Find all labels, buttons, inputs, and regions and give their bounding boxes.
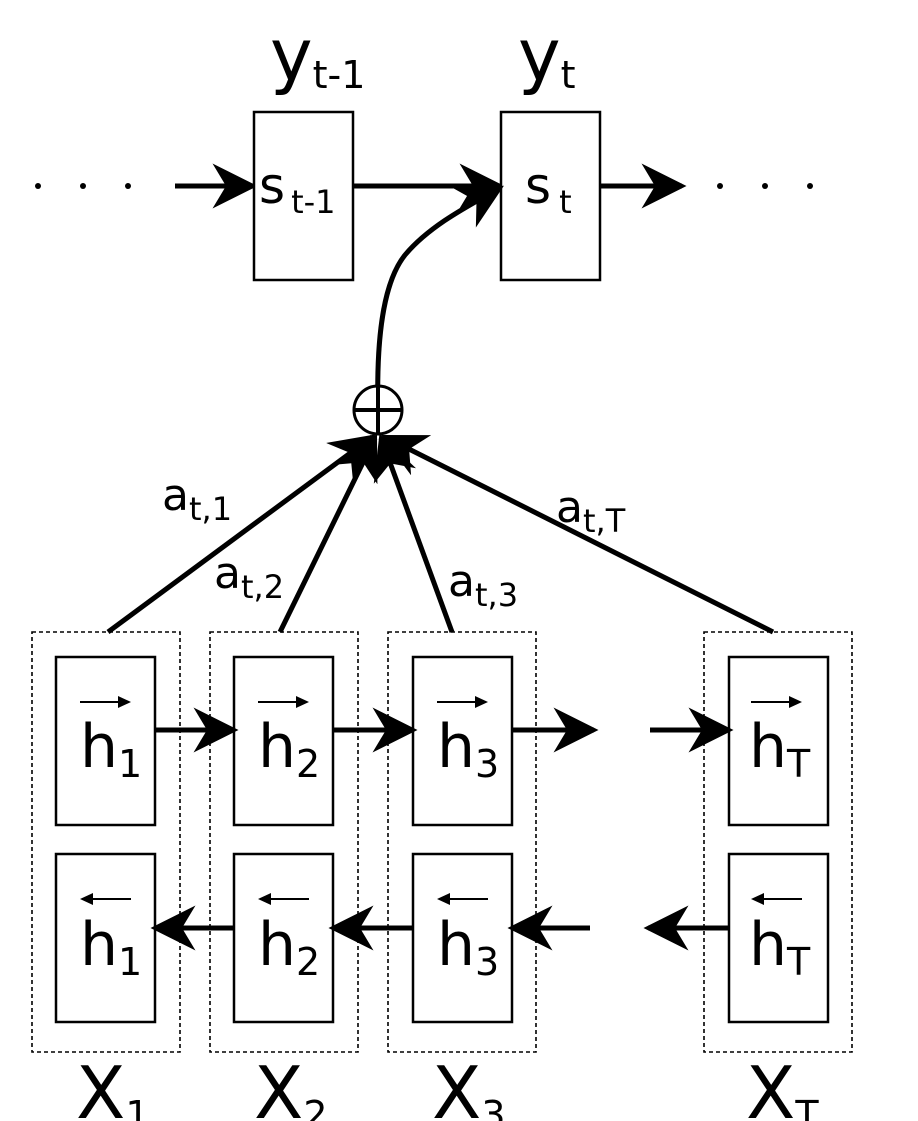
attention-arrow-1 [106, 434, 376, 635]
svg-text:h2: h2 [258, 712, 320, 786]
attention-weight-T: at,T [556, 482, 626, 540]
input-label-T: XT [746, 1051, 819, 1121]
svg-text:h1: h1 [80, 910, 142, 984]
svg-text:hT: hT [749, 910, 811, 984]
context-arrow [375, 185, 504, 411]
backward-state-label-2: h2 [258, 893, 320, 984]
attention-arrow-2 [277, 433, 378, 634]
decoder-ellipsis-left [35, 183, 131, 189]
input-label-2: X2 [254, 1051, 328, 1121]
svg-text:h3: h3 [437, 712, 499, 786]
svg-text:h3: h3 [437, 910, 499, 984]
svg-text:hT: hT [749, 712, 811, 786]
attention-weight-3: at,3 [448, 556, 518, 614]
input-label-3: X3 [432, 1051, 506, 1121]
encoder-group-1 [31, 631, 181, 1053]
forward-state-label-1: h1 [80, 696, 142, 786]
encoder-group-2 [209, 631, 359, 1053]
forward-state-label-T: hT [749, 696, 811, 786]
forward-state-label-3: h3 [437, 696, 499, 786]
backward-state-label-1: h1 [80, 893, 142, 984]
forward-state-label-2: h2 [258, 696, 320, 786]
backward-state-box-2 [232, 852, 335, 1024]
output-label-prev: yt-1 [270, 13, 365, 97]
decoder-ellipsis-right [717, 183, 813, 189]
forward-state-box-2 [232, 655, 335, 827]
encoder-group-3 [387, 631, 537, 1053]
svg-text:h1: h1 [80, 712, 142, 786]
backward-state-box-T [727, 852, 830, 1024]
sum-node-icon [352, 384, 404, 436]
attention-weight-2: at,2 [214, 548, 284, 606]
state-box-prev [252, 110, 355, 282]
svg-text:h2: h2 [258, 910, 320, 984]
input-label-1: X1 [76, 1051, 150, 1121]
attention-weight-1: at,1 [162, 470, 232, 528]
backward-state-label-T: hT [749, 893, 811, 984]
backward-state-label-3: h3 [437, 893, 499, 984]
forward-state-box-3 [411, 655, 514, 827]
encoder-group-T [703, 631, 853, 1053]
output-label-current: yt [518, 13, 576, 97]
forward-state-box-1 [54, 655, 157, 827]
attention-arrow-T [380, 434, 775, 635]
forward-state-box-T [727, 655, 830, 827]
